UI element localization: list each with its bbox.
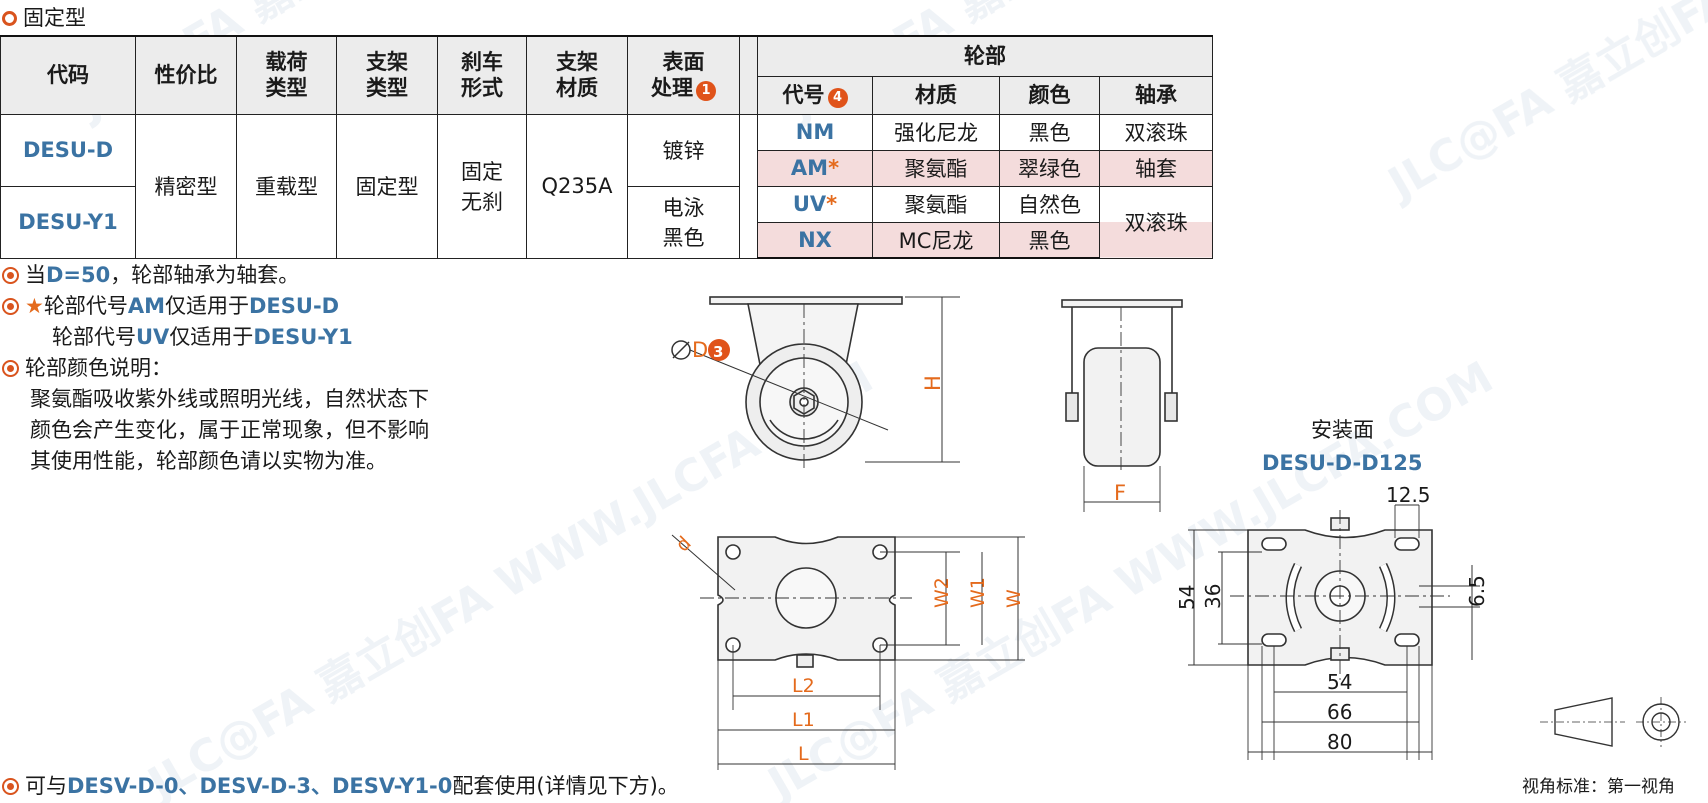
first-angle-projection-icon [1540,697,1686,747]
note-bullet-icon [2,360,19,377]
dim-W2-label: W2 [931,577,953,608]
section-title-text: 固定型 [23,6,86,30]
wheel-material-nx: MC尼龙 [872,221,1000,259]
wheel-color-nm: 黑色 [999,113,1100,151]
wheel-code-nx: NX [757,221,873,259]
surface-zinc: 镀锌 [627,113,740,187]
wheel-bearing-uv-nx: 双滚珠 [1099,185,1213,259]
code-desu-d: DESU-D [0,113,136,187]
mount-dim-54-horizontal: 54 [1327,670,1352,694]
brake-type: 固定无刹 [437,113,527,259]
wheel-bearing-am: 轴套 [1099,149,1213,187]
header-load-type: 载荷类型 [236,35,337,115]
mount-title: 安装面 [1311,418,1374,442]
note-3-line-1: 聚氨酯吸收紫外线或照明光线，自然状态下 [30,387,429,411]
mount-drawing [1188,504,1480,760]
dim-L2-label: L2 [792,675,815,697]
mount-dim-54-vertical: 54 [1175,585,1199,610]
mount-dim-80: 80 [1327,730,1352,754]
compatibility-note: 可与DESV-D-0、DESV-D-3、DESV-Y1-0配套使用(详情见下方)… [2,770,679,800]
note-3-line-2: 颜色会产生变化，属于正常现象，但不影响 [30,418,429,442]
svg-text:D: D [692,338,708,362]
dim-W1-label: W1 [967,577,989,608]
note-2b: 轮部代号UV仅适用于DESU-Y1 [52,325,353,349]
mount-dim-66: 66 [1327,700,1352,724]
watermark-text-3: JLC@FA 嘉立创FA WWW.JLCFA.COM [1377,0,1708,211]
wheel-color-am: 翠绿色 [999,149,1100,187]
mount-dim-12-5: 12.5 [1386,483,1431,507]
mount-code: DESU-D-D125 [1262,451,1422,475]
surface-note-badge: 1 [696,81,716,102]
notes: 当D=50，轮部轴承为轴套。 ★轮部代号AM仅适用于DESU-D 轮部代号UV仅… [2,260,429,477]
wheel-code-uv: UV* [757,185,873,223]
wheel-material-nm: 强化尼龙 [872,113,1000,151]
bracket-material: Q235A [526,113,628,259]
header-wheel-group: 轮部 [757,35,1213,77]
header-wheel-material: 材质 [872,75,1000,115]
side-view [1061,299,1183,512]
dim-W-label: W [1003,589,1025,608]
dim-D-label: D 3 [671,338,730,362]
note-bullet-icon [2,298,19,315]
dim-L1-label: L1 [792,709,815,731]
wheel-code-note-badge: 4 [827,88,848,108]
wheel-code-nm: NM [757,113,873,151]
header-spacer [739,35,758,115]
header-wheel-color: 颜色 [999,75,1100,115]
dim-L-label: L [798,743,809,765]
value-class: 精密型 [135,113,237,259]
mount-dim-36: 36 [1201,584,1225,609]
front-view [689,296,960,470]
note-bullet-icon [2,778,19,795]
surface-black-ed: 电泳黑色 [627,185,740,259]
spacer-cell [739,113,758,259]
mount-dim-6-5: 6.5 [1465,575,1489,607]
note-3-line-3: 其使用性能，轮部颜色请以实物为准。 [30,449,387,473]
header-brake: 刹车形式 [437,35,527,115]
note-2: ★轮部代号AM仅适用于DESU-D [2,291,429,322]
wheel-color-uv: 自然色 [999,185,1100,223]
header-code: 代码 [0,35,136,115]
svg-text:3: 3 [713,343,723,361]
header-bracket-material: 支架材质 [526,35,628,115]
wheel-code-am: AM* [757,149,873,187]
note-1: 当D=50，轮部轴承为轴套。 [2,260,429,291]
bracket-type: 固定型 [336,113,438,259]
note-bullet-icon [2,267,19,284]
wheel-bearing-nm: 双滚珠 [1099,113,1213,151]
wheel-color-nx: 黑色 [999,221,1100,259]
header-bracket-type: 支架类型 [336,35,438,115]
load-type: 重载型 [236,113,337,259]
dim-H-label: H [921,375,945,391]
dim-F-label: F [1114,481,1126,505]
section-bullet-icon [2,11,17,26]
header-wheel-bearing: 轴承 [1099,75,1213,115]
wheel-material-am: 聚氨酯 [872,149,1000,187]
code-desu-y1: DESU-Y1 [0,185,136,259]
wheel-material-uv: 聚氨酯 [872,185,1000,223]
header-value-class: 性价比 [135,35,237,115]
note-3: 轮部颜色说明： [2,353,429,384]
star-icon: ★ [25,294,44,318]
section-title: 固定型 [2,2,86,32]
top-view [671,534,1025,770]
view-standard: 视角标准：第一视角 [1522,777,1675,797]
